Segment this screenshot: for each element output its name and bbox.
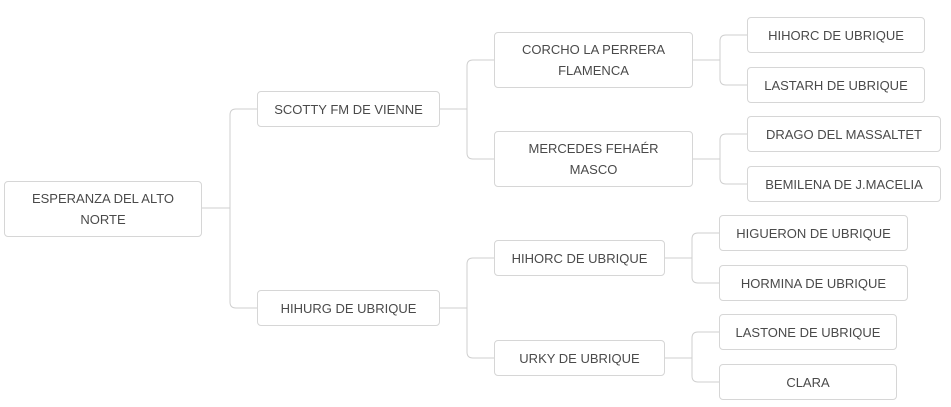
node-label: CLARA: [786, 374, 830, 390]
node-label: MERCEDES FEHAÉR MASCO: [528, 141, 659, 177]
node-label: CORCHO LA PERRERA FLAMENCA: [521, 42, 666, 78]
pedigree-node-sire-sire-sire[interactable]: HIHORC DE UBRIQUE: [747, 17, 925, 53]
pedigree-node-sire-dam[interactable]: MERCEDES FEHAÉR MASCO: [494, 131, 693, 187]
pedigree-node-dam-dam-dam[interactable]: CLARA: [719, 364, 897, 400]
node-label: URKY DE UBRIQUE: [519, 350, 640, 366]
connector-subject-parents: [202, 108, 257, 309]
connector-sire-sire-parents: [693, 34, 747, 86]
pedigree-node-subject[interactable]: ESPERANZA DEL ALTO NORTE: [4, 181, 202, 237]
connector-sire-dam-parents: [693, 133, 747, 185]
node-label: HIHORC DE UBRIQUE: [768, 27, 904, 43]
pedigree-node-sire-dam-dam[interactable]: BEMILENA DE J.MACELIA: [747, 166, 941, 202]
connector-dam-dam-parents: [665, 331, 719, 383]
node-label: SCOTTY FM DE VIENNE: [274, 101, 423, 117]
pedigree-node-dam-dam[interactable]: URKY DE UBRIQUE: [494, 340, 665, 376]
pedigree-node-dam[interactable]: HIHURG DE UBRIQUE: [257, 290, 440, 326]
connector-sire-parents: [440, 59, 494, 160]
node-label: HIHURG DE UBRIQUE: [280, 300, 417, 316]
pedigree-node-dam-sire-dam[interactable]: HORMINA DE UBRIQUE: [719, 265, 908, 301]
node-label: BEMILENA DE J.MACELIA: [765, 176, 923, 192]
pedigree-node-sire-sire[interactable]: CORCHO LA PERRERA FLAMENCA: [494, 32, 693, 88]
pedigree-node-dam-sire[interactable]: HIHORC DE UBRIQUE: [494, 240, 665, 276]
node-label: HIGUERON DE UBRIQUE: [736, 225, 891, 241]
node-label: LASTARH DE UBRIQUE: [764, 77, 908, 93]
node-label: ESPERANZA DEL ALTO NORTE: [31, 191, 175, 227]
connector-dam-parents: [440, 257, 494, 359]
pedigree-node-sire-sire-dam[interactable]: LASTARH DE UBRIQUE: [747, 67, 925, 103]
pedigree-node-dam-dam-sire[interactable]: LASTONE DE UBRIQUE: [719, 314, 897, 350]
node-label: LASTONE DE UBRIQUE: [735, 324, 881, 340]
pedigree-node-dam-sire-sire[interactable]: HIGUERON DE UBRIQUE: [719, 215, 908, 251]
pedigree-node-sire[interactable]: SCOTTY FM DE VIENNE: [257, 91, 440, 127]
node-label: DRAGO DEL MASSALTET: [765, 126, 923, 142]
connector-dam-sire-parents: [665, 232, 719, 284]
node-label: HORMINA DE UBRIQUE: [740, 275, 887, 291]
node-label: HIHORC DE UBRIQUE: [511, 250, 648, 266]
pedigree-node-sire-dam-sire[interactable]: DRAGO DEL MASSALTET: [747, 116, 941, 152]
